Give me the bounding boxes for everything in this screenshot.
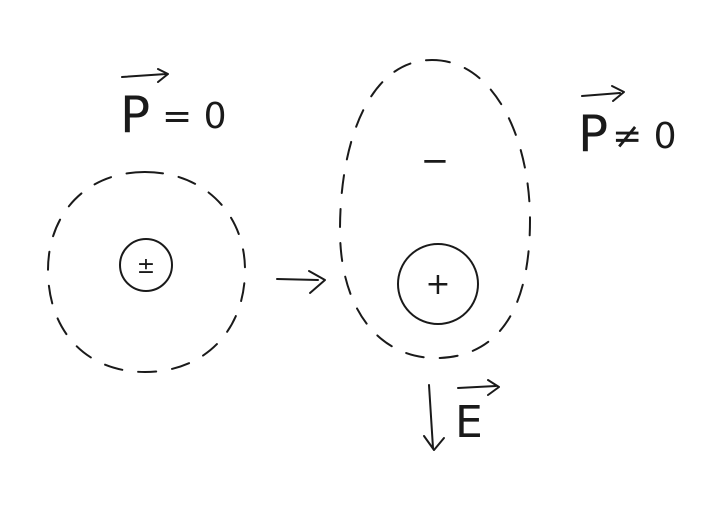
transition-arrow	[276, 270, 326, 294]
arrow-right-icon	[276, 270, 326, 294]
nucleus-right	[397, 243, 479, 325]
left-moment-relation: = 0	[162, 96, 227, 137]
unpolarized-atom: ±	[47, 171, 246, 373]
electric-field: E	[423, 379, 500, 451]
electron-cloud-right	[339, 59, 531, 360]
vector-arrow-right-icon	[581, 85, 625, 102]
electron-cloud-charge: −	[421, 141, 450, 181]
right-moment-relation: ≠ 0	[612, 116, 677, 157]
left-moment-label: P = 0	[120, 68, 227, 144]
field-direction-arrow-icon	[423, 384, 445, 451]
nucleus-right-charge: +	[425, 267, 450, 302]
polarized-atom: − +	[339, 59, 531, 360]
left-moment-symbol: P	[120, 86, 150, 144]
right-moment-symbol: P	[578, 105, 608, 163]
field-vector-arrow-icon	[457, 379, 500, 396]
right-moment-label: P ≠ 0	[578, 85, 677, 163]
nucleus-left-charge: ±	[137, 254, 155, 279]
vector-arrow-left-icon	[121, 68, 169, 83]
electron-cloud-left	[47, 171, 246, 373]
nucleus-left	[119, 238, 173, 292]
field-symbol: E	[455, 397, 483, 448]
